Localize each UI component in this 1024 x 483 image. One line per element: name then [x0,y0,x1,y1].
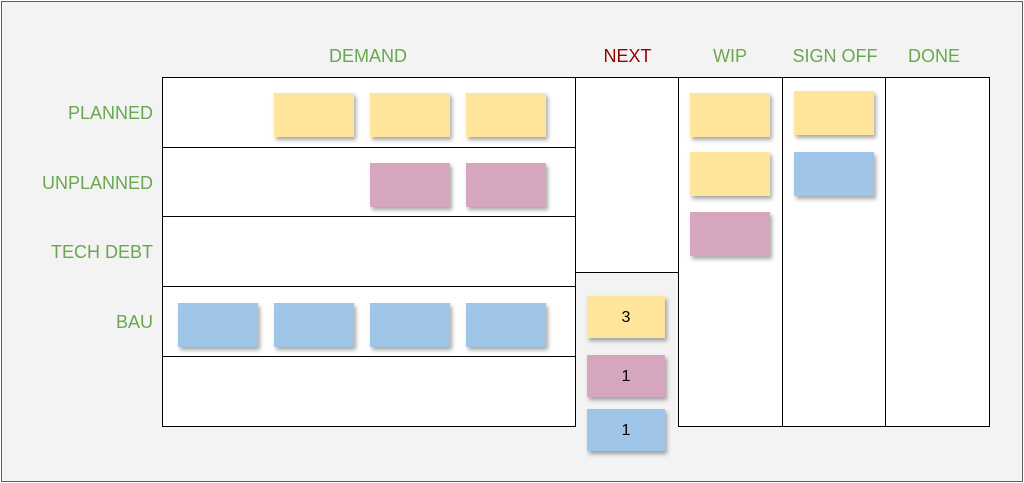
sticky-note-yellow[interactable] [274,93,354,137]
sticky-note-yellow[interactable] [466,93,546,137]
row-label-bau: BAU [115,312,153,332]
next-count-yellow[interactable]: 3 [587,296,665,338]
column-header-next: NEXT [603,46,652,66]
sticky-note-yellow[interactable] [690,152,770,196]
next-column-divider [575,272,576,427]
done-column [885,77,990,427]
sticky-note-pink[interactable] [370,163,450,207]
row-label-tech-debt: TECH DEBT [50,242,153,262]
sign-off-column [782,77,886,427]
next-column-box [575,77,679,273]
next-count-blue[interactable]: 1 [587,409,665,451]
sticky-note-blue[interactable] [466,303,546,347]
row-label-planned: PLANNED [67,103,153,123]
column-header-wip: WIP [713,46,747,66]
next-count-pink[interactable]: 1 [587,355,665,397]
column-header-demand: DEMAND [328,46,407,66]
demand-lane-empty [162,356,576,427]
sticky-note-pink[interactable] [690,212,770,256]
sticky-note-blue[interactable] [794,152,874,196]
sticky-note-blue[interactable] [370,303,450,347]
demand-lane-tech-debt [162,216,576,287]
column-header-done: DONE [907,46,960,66]
sticky-note-blue[interactable] [274,303,354,347]
sticky-note-yellow[interactable] [370,93,450,137]
row-label-unplanned: UNPLANNED [41,173,153,193]
sticky-note-blue[interactable] [178,303,258,347]
sticky-note-yellow[interactable] [794,91,874,135]
sticky-note-pink[interactable] [466,163,546,207]
column-header-sign-off: SIGN OFF [792,46,878,66]
sticky-note-yellow[interactable] [690,93,770,137]
